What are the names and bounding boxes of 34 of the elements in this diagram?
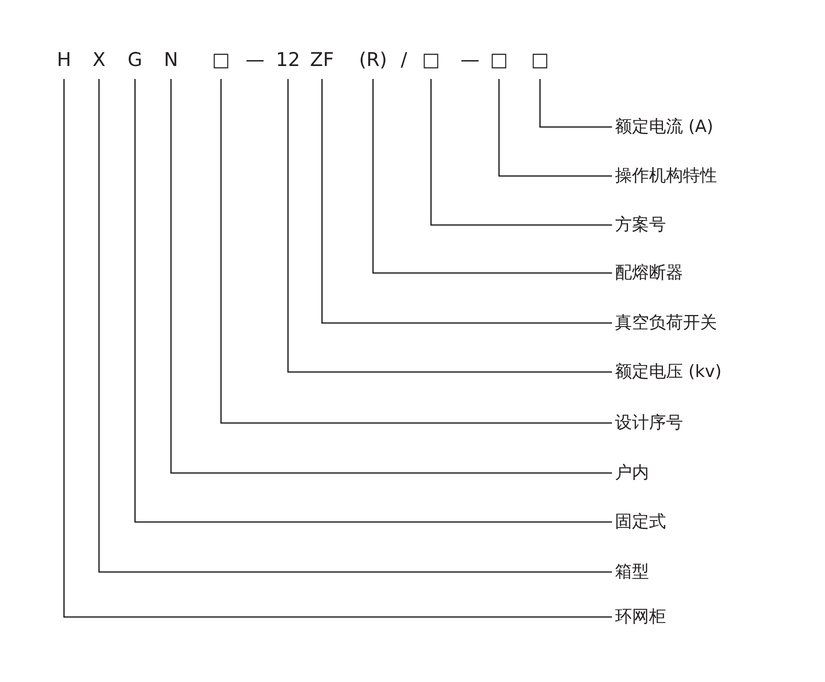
model-code-label: □ — [212, 47, 230, 73]
leader-line — [539, 79, 612, 128]
description-label: 额定电压 (kv) — [612, 361, 722, 383]
separator-mark: — — [246, 48, 264, 73]
model-code-label: □ — [422, 47, 440, 73]
leader-line — [170, 79, 612, 474]
description-label: 真空负荷开关 — [612, 312, 717, 334]
model-code-label: (R) — [358, 47, 388, 73]
model-code-label: □ — [490, 47, 508, 73]
leader-line — [430, 79, 612, 226]
description-label: 户内 — [612, 462, 649, 484]
leader-line — [372, 79, 612, 274]
description-label: 操作机构特性 — [612, 165, 717, 187]
description-label: 固定式 — [612, 511, 666, 533]
leader-line — [287, 79, 612, 373]
model-code-label: H — [56, 47, 72, 73]
leader-line — [498, 79, 612, 177]
description-label: 额定电流 (A) — [612, 116, 714, 138]
description-label: 设计序号 — [612, 412, 683, 434]
model-code-label: ZF — [310, 47, 334, 73]
description-label: 箱型 — [612, 561, 649, 583]
model-code-label: N — [164, 47, 178, 73]
separator-mark: — — [460, 48, 480, 73]
model-code-label: X — [92, 47, 106, 73]
model-code-label: □ — [531, 47, 549, 73]
description-label: 环网柜 — [612, 606, 666, 628]
separator-mark: / — [400, 48, 408, 73]
leader-line — [321, 79, 612, 324]
description-label: 配熔断器 — [612, 262, 683, 284]
model-code-label: 12 — [276, 47, 300, 73]
model-code-label: G — [128, 47, 142, 73]
leader-line — [134, 79, 612, 523]
leader-line — [220, 79, 612, 424]
description-label: 方案号 — [612, 214, 666, 236]
